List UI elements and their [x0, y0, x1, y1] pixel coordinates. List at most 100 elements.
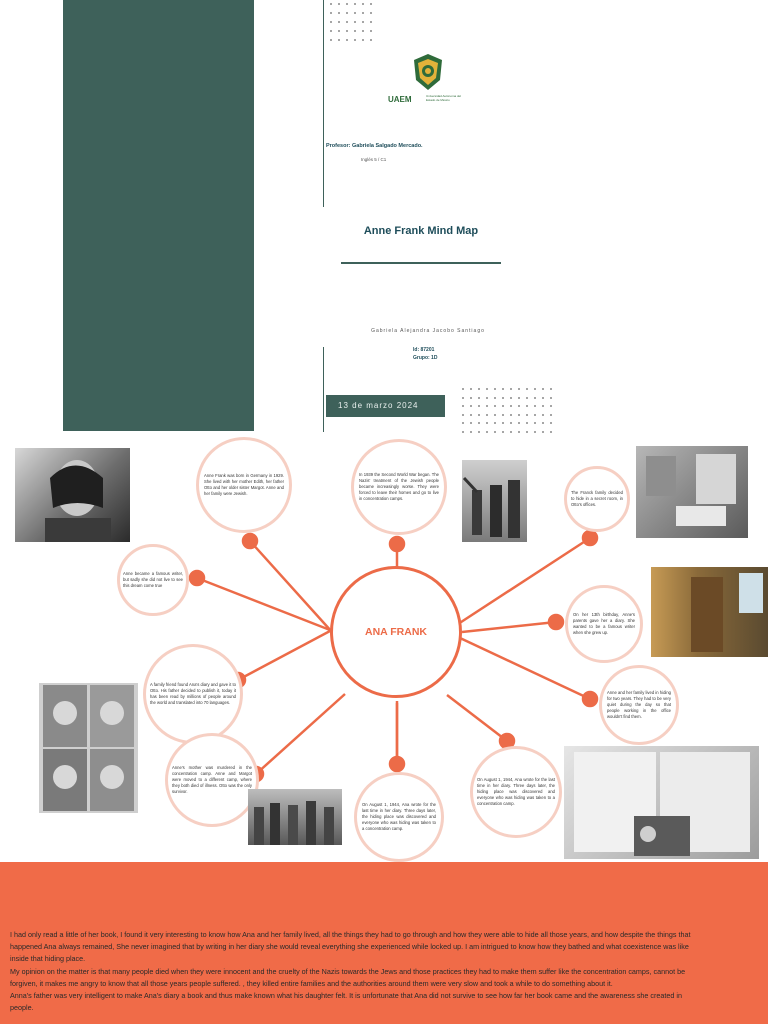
decor-dot	[486, 430, 488, 433]
decor-dot	[478, 422, 480, 424]
bubble-hiding-decision: The Franck family decided to hide in a s…	[564, 466, 630, 532]
secret-annex-room-photo	[636, 446, 748, 538]
dot-pattern-top	[330, 3, 378, 48]
decor-dot	[330, 30, 332, 32]
anne-portrait-photo	[15, 448, 130, 542]
decor-dot	[534, 388, 536, 390]
bubble-publication: A family friend found Ana's diary and ga…	[143, 644, 243, 744]
decor-dot	[534, 422, 536, 424]
professor-name: Profesor: Gabriela Salgado Mercado.	[326, 143, 423, 149]
bubble-last-entry-bottom: On August 1, 1944, Ana wrote for the las…	[354, 772, 444, 862]
bookcase-door-photo	[651, 567, 768, 657]
decor-dot	[470, 430, 472, 433]
decor-dot	[478, 388, 480, 390]
title-underline	[341, 262, 501, 264]
decor-dot	[470, 396, 472, 399]
decor-dot	[370, 39, 372, 41]
decor-dot	[550, 388, 552, 390]
reflection-paragraph: My opinion on the matter is that many pe…	[10, 966, 686, 988]
decor-dot	[330, 39, 332, 41]
bubble-text: On her 13th birthday, Anne's parents gav…	[573, 611, 635, 636]
decor-dot	[370, 3, 372, 5]
decor-dot	[518, 388, 520, 390]
decor-dot	[526, 413, 528, 416]
anne-diary-photo	[564, 746, 759, 859]
decor-dot	[486, 413, 488, 416]
dot-pattern-bottom	[462, 388, 558, 439]
student-info: Id: 87201 Grupo: 1D	[413, 347, 437, 362]
decor-dot	[470, 388, 472, 390]
bubble-diary-gift: On her 13th birthday, Anne's parents gav…	[565, 585, 643, 663]
decor-dot	[534, 430, 536, 433]
bubble-text: Anne became a famous writer, but sadly s…	[123, 570, 183, 589]
student-group: Grupo: 1D	[413, 354, 438, 361]
decor-dot	[462, 388, 464, 390]
decor-dot	[502, 388, 504, 390]
decor-dot	[346, 30, 348, 32]
decor-dot	[550, 413, 552, 416]
decor-dot	[494, 405, 496, 407]
decor-dot	[518, 430, 520, 433]
nazi-salute-photo	[462, 460, 527, 542]
decor-dot	[534, 413, 536, 416]
decor-dot	[502, 413, 504, 416]
decor-dot	[534, 405, 536, 407]
decor-dot	[518, 413, 520, 416]
decor-dot	[502, 422, 504, 424]
bubble-last-entry-right: On August 1, 1944, Ana wrote for the las…	[470, 746, 562, 838]
page-title: Anne Frank Mind Map	[363, 225, 479, 237]
date-bar: 13 de marzo 2024	[326, 395, 445, 417]
decor-dot	[550, 422, 552, 424]
decor-dot	[526, 388, 528, 390]
decor-dot	[470, 413, 472, 416]
decor-dot	[370, 30, 372, 32]
decor-dot	[510, 413, 512, 416]
divider-bottom	[323, 347, 324, 432]
logo-text: UAEM	[388, 95, 412, 104]
decor-dot	[510, 396, 512, 399]
student-id: Id: 87201	[413, 347, 435, 353]
bubble-two-years: Anne and her family lived in hiding for …	[599, 665, 679, 745]
decor-dot	[478, 430, 480, 433]
decor-dot	[330, 21, 332, 23]
decor-dot	[462, 405, 464, 407]
bubble-text: A family friend found Ana's diary and ga…	[150, 681, 236, 706]
reflection-paragraph: I had only read a little of her book, I …	[10, 930, 691, 964]
bubble-birth: Anne Frank was born in Germany in 1929. …	[196, 437, 292, 533]
decor-dot	[330, 3, 332, 5]
uaem-logo: UAEM Universidad Autónoma del Estado de …	[388, 50, 470, 108]
decor-dot	[362, 12, 364, 14]
decor-dot	[462, 396, 464, 399]
decor-dot	[470, 422, 472, 424]
decor-dot	[486, 388, 488, 390]
divider-top	[323, 0, 324, 207]
decor-dot	[502, 396, 504, 399]
decor-dot	[330, 12, 332, 14]
bubble-text: In 1939 the Second World War began. The …	[359, 471, 439, 502]
decor-dot	[362, 21, 364, 23]
decor-dot	[502, 405, 504, 407]
bubble-text: Anne and her family lived in hiding for …	[607, 689, 671, 720]
logo-subtext: Universidad Autónoma del Estado de Méxic…	[426, 94, 462, 102]
student-name: Gabriela Alejandra Jacobo Santiago	[371, 328, 485, 334]
decor-dot	[510, 422, 512, 424]
decor-dot	[346, 39, 348, 41]
decor-dot	[542, 413, 544, 416]
decor-dot	[550, 430, 552, 433]
decor-dot	[462, 422, 464, 424]
decor-dot	[346, 12, 348, 14]
decor-dot	[338, 39, 340, 41]
bubble-text: Anne's mother was murdered in the concen…	[172, 764, 252, 795]
decor-dot	[518, 396, 520, 399]
reflection-paragraph: Anna's father was very intelligent to ma…	[10, 991, 682, 1013]
footer-band	[0, 862, 768, 1024]
decor-dot	[478, 405, 480, 407]
decor-dot	[494, 430, 496, 433]
decor-dot	[494, 396, 496, 399]
decor-dot	[354, 21, 356, 23]
concentration-camp-photo	[248, 789, 342, 845]
reflection-text: I had only read a little of her book, I …	[10, 929, 706, 1015]
bubble-writer: Anne became a famous writer, but sadly s…	[117, 544, 189, 616]
decor-dot	[502, 430, 504, 433]
decor-dot	[510, 388, 512, 390]
